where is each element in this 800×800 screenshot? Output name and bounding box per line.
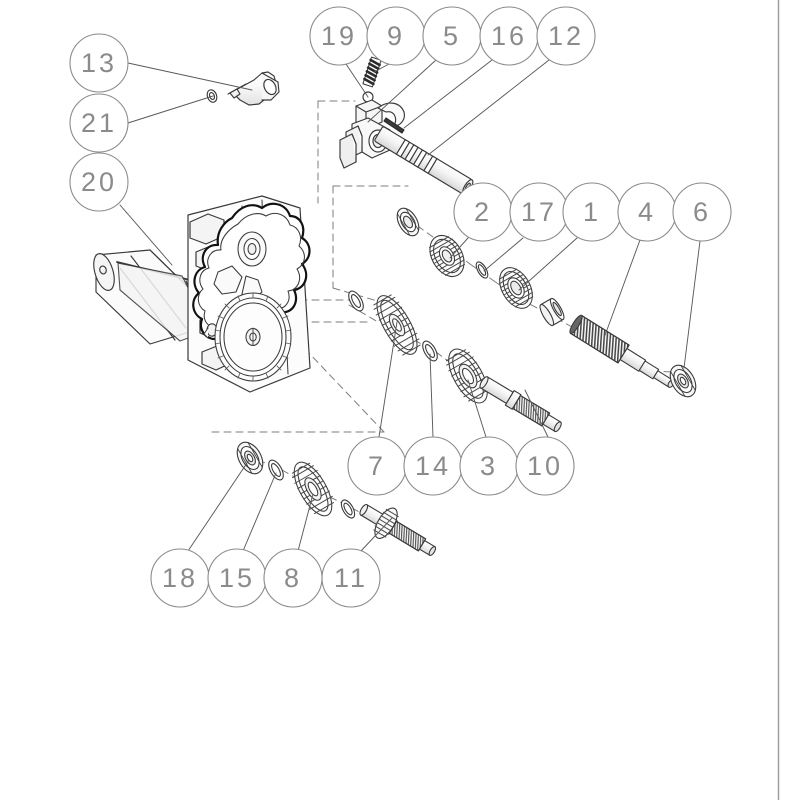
callout-11[interactable]: 11 <box>321 548 381 608</box>
callout-6[interactable]: 6 <box>672 182 732 242</box>
callout-3[interactable]: 3 <box>459 436 519 496</box>
callout-4[interactable]: 4 <box>617 182 677 242</box>
callout-number: 17 <box>521 197 557 227</box>
callout-number: 20 <box>81 167 117 197</box>
callout-19[interactable]: 19 <box>309 6 369 66</box>
callout-circle[interactable] <box>515 436 575 496</box>
callout-18[interactable]: 18 <box>150 548 210 608</box>
callout-17[interactable]: 17 <box>509 182 569 242</box>
callout-number: 1 <box>583 197 601 227</box>
callout-number: 12 <box>548 21 584 51</box>
callout-number: 2 <box>474 197 492 227</box>
part-shift-lever <box>227 71 280 106</box>
callout-number: 15 <box>219 563 255 593</box>
callout-number: 5 <box>443 21 461 51</box>
callout-number: 16 <box>491 21 527 51</box>
part-input-shaft <box>569 314 675 388</box>
callout-16[interactable]: 16 <box>479 6 539 66</box>
part-spacer-washer <box>422 340 438 362</box>
callout-circle[interactable] <box>536 6 596 66</box>
part-detent-spring <box>362 56 382 88</box>
part-pinion-shaft <box>359 503 437 557</box>
part-washer-mid-left <box>348 290 364 312</box>
callout-number: 8 <box>284 563 302 593</box>
part-bearing-lower <box>236 441 264 475</box>
callout-number: 3 <box>480 451 498 481</box>
callout-circle[interactable] <box>321 548 381 608</box>
leader-lines <box>119 59 701 553</box>
part-output-gear <box>445 348 490 404</box>
part-countershaft-gear <box>428 234 466 278</box>
callout-number: 14 <box>415 451 451 481</box>
part-reduction-gear <box>291 461 335 517</box>
part-bearing-upper <box>396 207 420 237</box>
callout-circle[interactable] <box>69 93 129 153</box>
callout-14[interactable]: 14 <box>403 436 463 496</box>
callout-number: 13 <box>81 48 117 78</box>
part-washer-mid-lower <box>340 499 356 519</box>
part-roll-pin <box>383 117 405 134</box>
part-washer-lower <box>268 459 284 481</box>
part-thrust-washer <box>475 261 489 279</box>
part-gearbox-housing <box>93 195 311 393</box>
callout-circle[interactable] <box>69 152 129 212</box>
callout-number: 10 <box>527 451 563 481</box>
part-shift-fork-shaft <box>374 126 474 196</box>
part-bushing-collar <box>539 297 565 327</box>
callout-1[interactable]: 1 <box>562 182 622 242</box>
callout-12[interactable]: 12 <box>536 6 596 66</box>
callout-number: 9 <box>387 21 405 51</box>
callout-21[interactable]: 21 <box>69 93 129 153</box>
callout-15[interactable]: 15 <box>207 548 267 608</box>
part-drive-gear <box>498 267 534 309</box>
callout-number: 18 <box>162 563 198 593</box>
callout-7[interactable]: 7 <box>347 436 407 496</box>
callout-number: 11 <box>334 563 368 593</box>
callout-13[interactable]: 13 <box>69 33 129 93</box>
callout-number: 6 <box>693 197 711 227</box>
callout-5[interactable]: 5 <box>422 6 482 66</box>
callout-2[interactable]: 2 <box>453 182 513 242</box>
part-ball-bearing <box>669 364 697 398</box>
callout-8[interactable]: 8 <box>263 548 323 608</box>
callout-number: 7 <box>368 451 386 481</box>
callout-circle[interactable] <box>69 33 129 93</box>
callout-20[interactable]: 20 <box>69 152 129 212</box>
callout-circle[interactable] <box>672 182 732 242</box>
callout-number: 4 <box>638 197 656 227</box>
callout-number: 21 <box>81 108 117 138</box>
callout-10[interactable]: 10 <box>515 436 575 496</box>
part-output-shaft <box>479 376 562 433</box>
callout-number: 19 <box>321 21 357 51</box>
callout-9[interactable]: 9 <box>366 6 426 66</box>
